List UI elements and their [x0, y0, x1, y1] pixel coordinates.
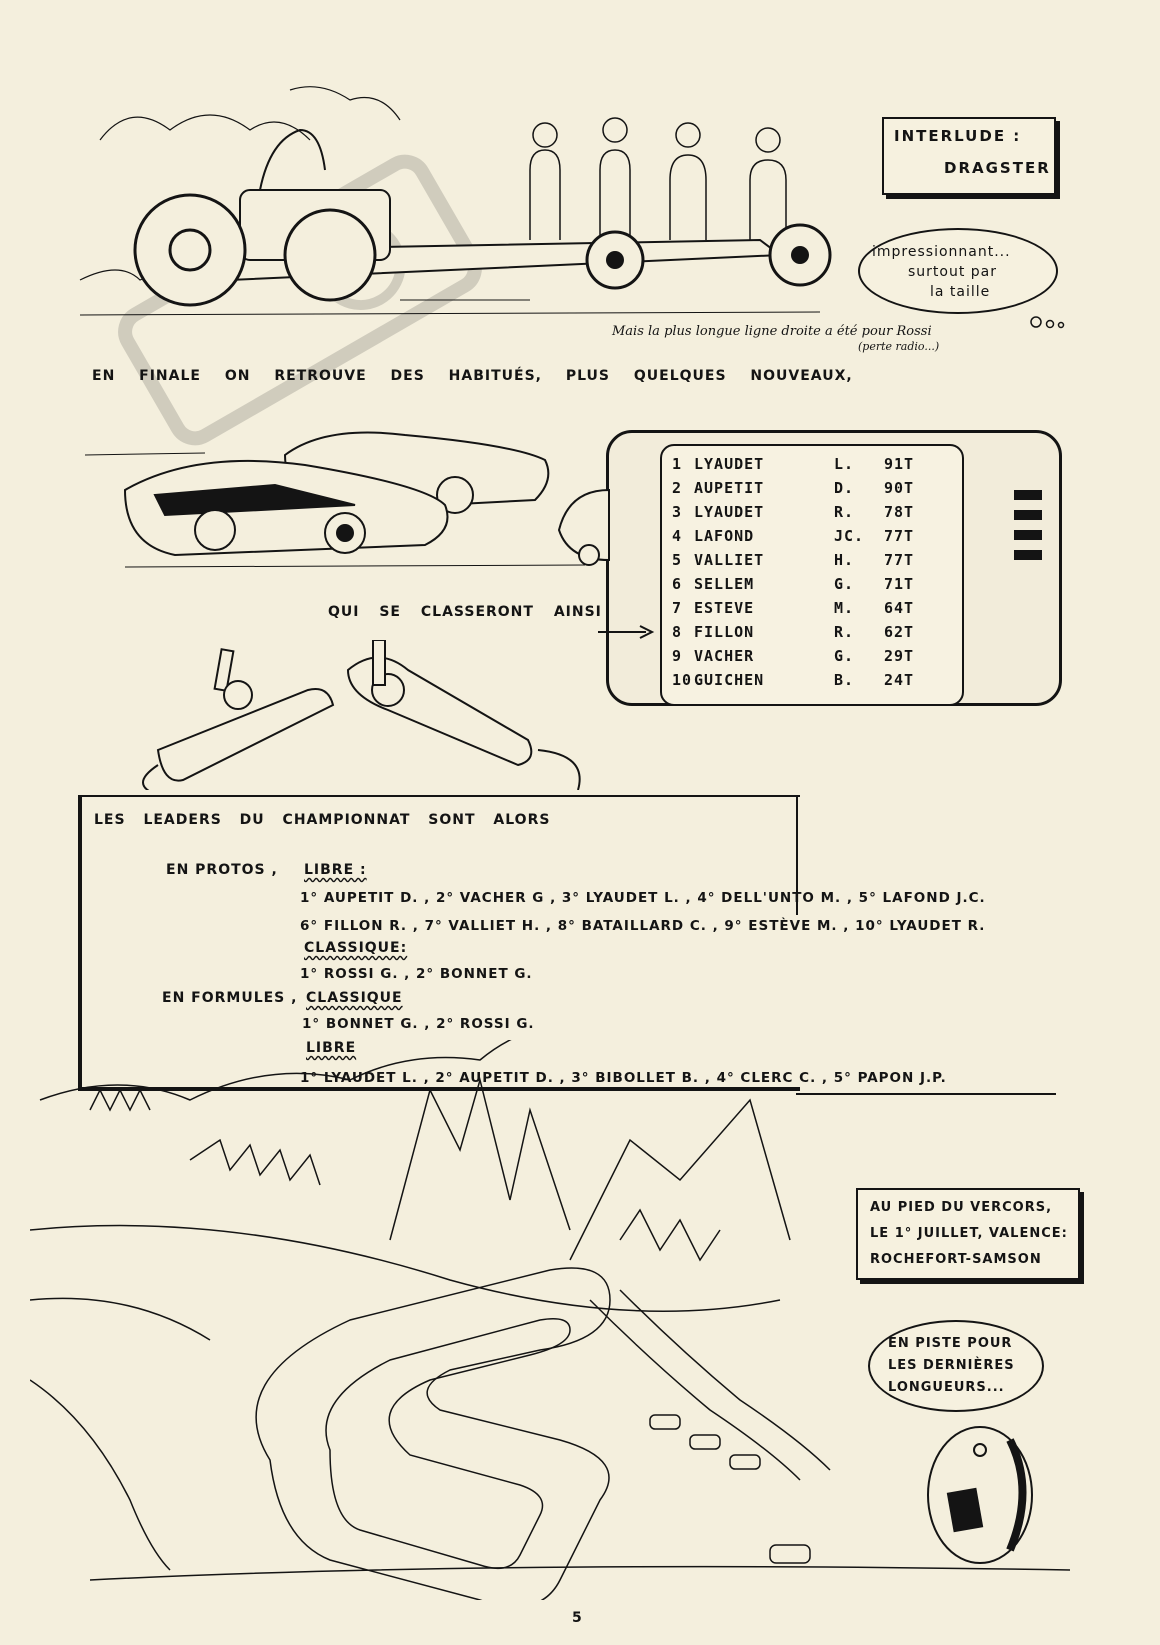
scoreboard-screen [660, 444, 964, 706]
leaders-box [78, 795, 800, 1091]
vercors-track-landscape [30, 1040, 1071, 1600]
classement-heading: QUI SE CLASSERONT AINSI [328, 604, 602, 620]
valence-caption-box: AU PIED DU VERCORS, LE 1° JUILLET, VALEN… [856, 1188, 1080, 1280]
helmet-driver-illustration [927, 1426, 1033, 1564]
valence-line-1: AU PIED DU VERCORS, [870, 1200, 1053, 1215]
piste-line-1: EN PISTE POUR [888, 1336, 1013, 1351]
formules-classique-label: CLASSIQUE [306, 990, 403, 1006]
race-cars-illustration [85, 431, 586, 568]
page-number: 5 [572, 1610, 582, 1626]
dragster-caption-note: (perte radio...) [858, 340, 940, 353]
dragster-label: DRAGSTER [944, 159, 1051, 177]
formules-label: EN FORMULES , [162, 990, 298, 1006]
bubble-tail-dots [1030, 316, 1065, 329]
arrow-right-icon [598, 625, 655, 639]
interlude-label: INTERLUDE : [894, 127, 1022, 145]
piste-line-3: LONGUEURS... [888, 1380, 1005, 1395]
leaders-box-extension [796, 1093, 1056, 1095]
car-behind-tv [557, 488, 610, 566]
valence-line-3: ROCHEFORT-SAMSON [870, 1252, 1042, 1267]
protos-classique-line: 1° ROSSI G. , 2° BONNET G. [300, 966, 533, 982]
formules-classique-line: 1° BONNET G. , 2° ROSSI G. [302, 1016, 535, 1032]
speech-bubble-impressionnant: impressionnant... surtout par la taille [858, 228, 1058, 314]
protos-libre-line-2: 6° FILLON R. , 7° VALLIET H. , 8° BATAIL… [300, 918, 986, 934]
bubble-line-1: impressionnant... [872, 244, 1011, 260]
protos-libre-line-1: 1° AUPETIT D. , 2° VACHER G , 3° LYAUDET… [300, 890, 986, 906]
valence-line-2: LE 1° JUILLET, VALENCE: [870, 1226, 1068, 1241]
speech-bubble-piste: EN PISTE POUR LES DERNIÈRES LONGUEURS... [868, 1320, 1044, 1412]
formules-libre-line: 1° LYAUDET L. , 2° AUPETIT D. , 3° BIBOL… [300, 1070, 947, 1086]
formules-libre-label: LIBRE [306, 1040, 357, 1056]
protos-label: EN PROTOS , [166, 862, 278, 878]
bubble-line-2: surtout par [908, 264, 998, 280]
tv-speaker-grille [1014, 490, 1042, 560]
protos-classique-label: CLASSIQUE: [304, 940, 408, 956]
dragster-illustration [79, 86, 832, 316]
leaders-box-right-edge [796, 795, 798, 915]
final-heading: EN FINALE ON RETROUVE DES HABITUÉS, PLUS… [92, 368, 853, 384]
slot-controllers-illustration [142, 640, 581, 790]
interlude-title-box: INTERLUDE : DRAGSTER [882, 117, 1056, 195]
protos-libre-label: LIBRE : [304, 862, 367, 878]
leaders-heading: LES LEADERS DU CHAMPIONNAT SONT ALORS [94, 812, 551, 828]
piste-line-2: LES DERNIÈRES [888, 1358, 1015, 1373]
bubble-line-3: la taille [930, 284, 991, 300]
dragster-caption: Mais la plus longue ligne droite a été p… [612, 324, 932, 339]
